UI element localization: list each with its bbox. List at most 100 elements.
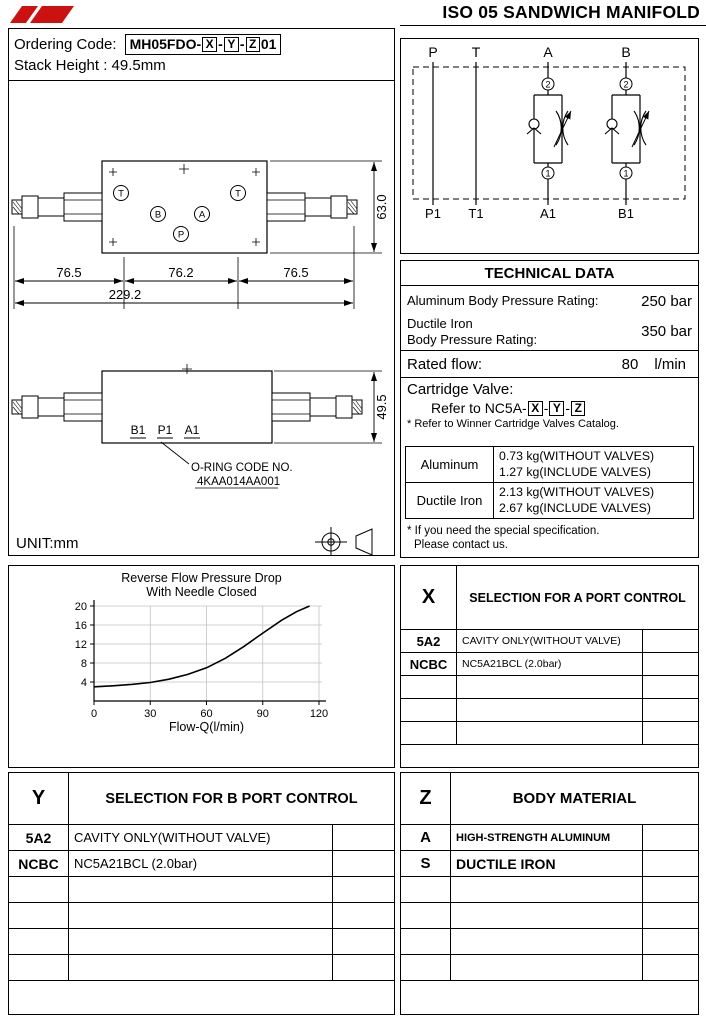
dim-height-side-label: 49.5 — [374, 394, 389, 419]
option-desc: NC5A21BCL (2.0bar) — [462, 658, 562, 670]
svg-text:30: 30 — [144, 708, 156, 720]
front-view — [11, 160, 358, 254]
table-row-empty — [401, 722, 698, 745]
chart-subtitle: With Needle Closed — [146, 585, 257, 599]
page-title: ISO 05 SANDWICH MANIFOLD — [442, 2, 700, 22]
port-label-b: B — [155, 210, 161, 221]
dim-height-side — [274, 370, 382, 444]
technical-data-panel: TECHNICAL DATA Aluminum Body Pressure Ra… — [400, 260, 699, 558]
selection-y-title: SELECTION FOR B PORT CONTROL — [105, 790, 358, 807]
option-code: S — [401, 851, 451, 876]
option-desc: CAVITY ONLY(WITHOUT VALVE) — [74, 830, 271, 845]
svg-text:0: 0 — [91, 708, 97, 720]
code-separator: - — [543, 400, 549, 416]
rated-flow-unit: l/min — [654, 355, 686, 373]
aluminum-pressure-value: 250 bar — [641, 292, 692, 310]
option-desc: DUCTILE IRON — [456, 855, 556, 872]
callout-2-icon: 2 — [623, 80, 628, 90]
svg-text:4: 4 — [81, 677, 87, 689]
option-code: NCBC — [9, 851, 69, 876]
table-row-empty — [401, 955, 698, 981]
ductile-pressure-value: 350 bar — [641, 323, 692, 340]
svg-text:Flow-Q(l/min): Flow-Q(l/min) — [169, 720, 244, 734]
footnote-line-2: Please contact us. — [414, 539, 508, 551]
weight-material: Aluminum — [406, 447, 494, 482]
weight-include-valves: 2.67 kg(INCLUDE VALVES) — [499, 500, 651, 515]
rated-flow-value: 80 — [621, 355, 639, 373]
ordering-code-x: X — [202, 36, 218, 52]
dim-height-front-label: 63.0 — [374, 194, 389, 219]
aluminum-pressure-label: Aluminum Body Pressure Rating: — [407, 293, 599, 308]
selection-y-code: Y — [9, 773, 69, 824]
cartridge-x: X — [527, 400, 543, 416]
option-extra-cell — [332, 851, 394, 876]
callout-1-icon: 1 — [623, 169, 628, 179]
option-code: 5A2 — [9, 825, 69, 850]
code-separator: - — [239, 36, 245, 52]
oring-note-line1: O-RING CODE NO. — [191, 462, 293, 474]
front-ports — [113, 185, 246, 242]
callout-1-icon: 1 — [545, 169, 550, 179]
table-row-empty — [9, 955, 394, 981]
weight-include-valves: 1.27 kg(INCLUDE VALVES) — [499, 464, 651, 479]
schematic-port-t1: T1 — [468, 206, 483, 221]
option-desc: HIGH-STRENGTH ALUMINUM — [456, 831, 611, 844]
ordering-code-prefix: MH05FDO- — [129, 36, 202, 52]
table-row-empty — [9, 877, 394, 903]
side-port-a1: A1 — [185, 423, 200, 437]
svg-text:120: 120 — [310, 708, 328, 720]
ordering-code-y: Y — [223, 36, 239, 52]
option-extra-cell — [332, 825, 394, 850]
callout-2-icon: 2 — [545, 80, 550, 90]
selection-y-header: Y SELECTION FOR B PORT CONTROL — [9, 773, 394, 825]
option-code: NCBC — [401, 653, 457, 675]
svg-text:90: 90 — [257, 708, 269, 720]
table-row-empty — [401, 699, 698, 722]
schematic-port-b1: B1 — [618, 206, 634, 221]
stack-height: Stack Height : 49.5mm — [14, 57, 166, 74]
table-row-empty — [401, 903, 698, 929]
svg-text:16: 16 — [75, 620, 87, 632]
option-desc: CAVITY ONLY(WITHOUT VALVE) — [462, 635, 621, 647]
projection-symbol — [315, 527, 373, 556]
cartridge-prefix: Refer to NC5A- — [431, 400, 527, 416]
table-row: NCBC NC5A21BCL (2.0bar) — [401, 653, 698, 676]
side-view — [11, 364, 363, 444]
schematic-panel: P T A B — [400, 38, 699, 254]
table-row-empty — [401, 877, 698, 903]
table-row: A HIGH-STRENGTH ALUMINUM — [401, 825, 698, 851]
brand-logo — [10, 6, 74, 23]
option-extra-cell — [642, 851, 698, 876]
body-material-table: Z BODY MATERIAL A HIGH-STRENGTH ALUMINUM… — [400, 772, 699, 1015]
selection-y-table: Y SELECTION FOR B PORT CONTROL 5A2 CAVIT… — [8, 772, 395, 1015]
ductile-pressure-label-1: Ductile Iron — [407, 315, 473, 331]
table-row: NCBC NC5A21BCL (2.0bar) — [9, 851, 394, 877]
body-material-header: Z BODY MATERIAL — [401, 773, 698, 825]
cartridge-z: Z — [571, 400, 586, 416]
technical-footnote: * If you need the special specification.… — [401, 520, 698, 556]
side-port-p1: P1 — [158, 423, 173, 437]
dim-height-front — [270, 160, 382, 254]
option-code: 5A2 — [401, 630, 457, 652]
svg-text:12: 12 — [75, 639, 87, 651]
port-label-a: A — [199, 210, 206, 221]
schematic-port-p: P — [428, 44, 437, 60]
technical-drawing: T T B A P 63.0 76.5 — [11, 160, 389, 556]
weight-without-valves: 0.73 kg(WITHOUT VALVES) — [499, 449, 655, 463]
svg-text:8: 8 — [81, 658, 87, 670]
selection-x-title: SELECTION FOR A PORT CONTROL — [469, 590, 686, 605]
dim-width-total: 229.2 — [109, 287, 142, 302]
side-port-b1: B1 — [131, 423, 146, 437]
weight-material: Ductile Iron — [406, 483, 494, 518]
code-separator: - — [565, 400, 571, 416]
schematic-port-a: A — [543, 44, 553, 60]
schematic-port-b: B — [621, 44, 630, 60]
svg-text:60: 60 — [200, 708, 212, 720]
cartridge-valve-section: Cartridge Valve: Refer to NC5A-X-Y-Z * R… — [401, 378, 698, 445]
dim-width-left: 76.5 — [56, 265, 81, 280]
technical-data-title: TECHNICAL DATA — [401, 261, 698, 286]
